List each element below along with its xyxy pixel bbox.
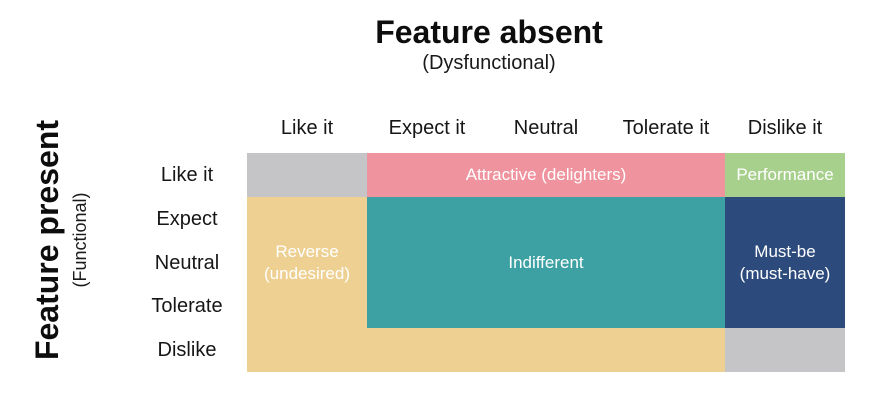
row-header-tolerate: Tolerate <box>151 295 223 317</box>
column-header-neutral: Neutral <box>513 117 579 139</box>
y-axis-subtitle: (Functional) <box>70 192 90 288</box>
row-header-like-it: Like it <box>160 164 214 186</box>
region-reverse: Reverse (undesired) <box>247 197 367 328</box>
region-performance: Performance <box>725 153 845 197</box>
row-header-dislike: Dislike <box>157 339 217 361</box>
region-reverse-bottom-row <box>247 328 725 372</box>
region-label-reverse: Reverse (undesired) <box>264 241 350 283</box>
region-attractive: Attractive (delighters) <box>367 153 725 197</box>
column-header-dislike-it: Dislike it <box>747 117 823 139</box>
region-indifferent: Indifferent <box>367 197 725 328</box>
y-axis-title: Feature present <box>29 119 65 361</box>
column-header-expect-it: Expect it <box>388 117 466 139</box>
x-axis-subtitle: (Dysfunctional) <box>422 52 556 74</box>
column-header-tolerate-it: Tolerate it <box>622 117 710 139</box>
region-blank-bottom-right <box>725 328 845 372</box>
region-blank-top-left <box>247 153 367 197</box>
region-label-attractive: Attractive (delighters) <box>465 165 627 184</box>
x-axis-title: Feature absent <box>375 14 603 50</box>
region-must-be: Must-be (must-have) <box>725 197 845 328</box>
row-header-expect: Expect <box>156 208 218 230</box>
column-header-like-it: Like it <box>280 117 334 139</box>
region-label-indifferent: Indifferent <box>508 252 584 272</box>
region-label-performance: Performance <box>736 165 834 184</box>
row-header-neutral: Neutral <box>154 252 220 274</box>
x-axis-title-block: Feature absent (Dysfunctional) <box>89 14 889 75</box>
region-label-must-be: Must-be (must-have) <box>739 241 831 283</box>
